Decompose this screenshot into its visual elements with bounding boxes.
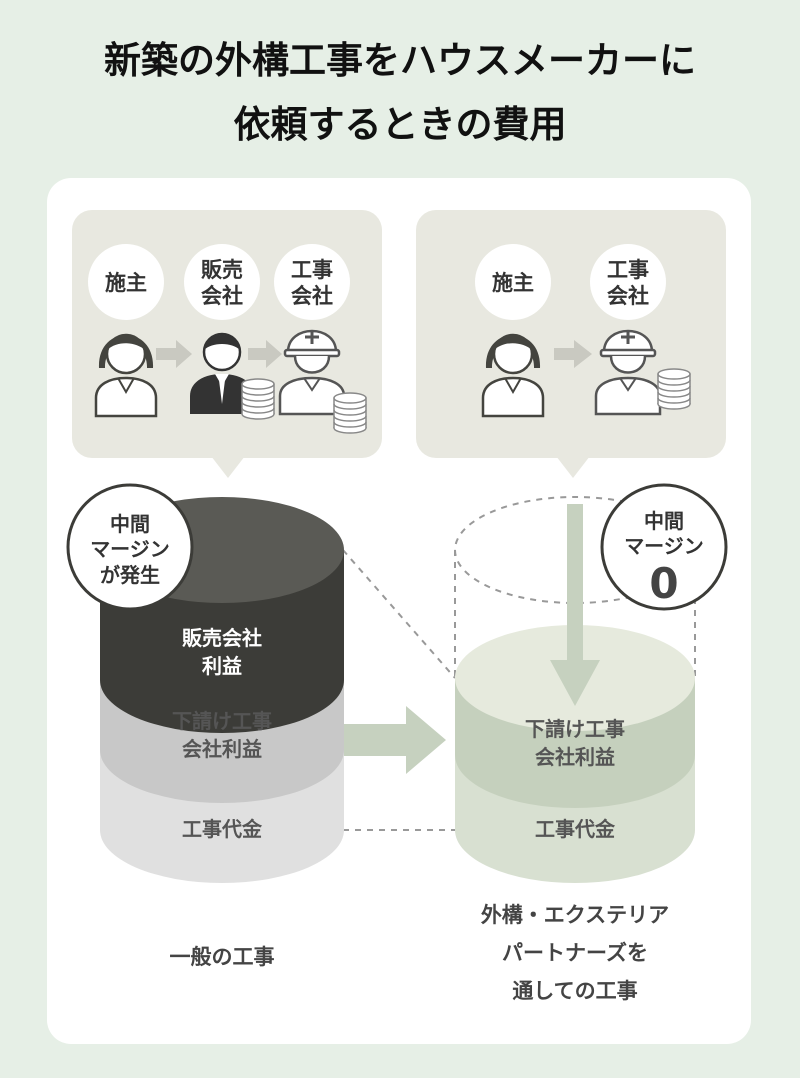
- role-sales-company: 販売 会社: [184, 244, 260, 320]
- left-layer-bottom-label: 工事代金: [182, 817, 263, 841]
- role-owner-left-label: 施主: [105, 271, 147, 295]
- role-construction-right-label-1: 工事: [607, 258, 649, 282]
- arrow-right-icon: [554, 340, 592, 368]
- right-badge-value: 0: [649, 559, 678, 608]
- role-sales-label-1: 販売: [201, 258, 243, 282]
- arrow-right-icon: [156, 340, 192, 368]
- role-construction-left-label-2: 会社: [291, 284, 333, 308]
- left-layer-top-label-1: 販売会社: [182, 626, 262, 650]
- left-margin-badge: [66, 483, 194, 611]
- right-badge-line-1: 中間: [644, 509, 684, 533]
- right-caption-line-2: パートナーズを: [502, 941, 648, 965]
- left-layer-mid-label-1: 下請け工事: [172, 709, 272, 733]
- title-line-1: 新築の外構工事をハウスメーカーに: [104, 39, 696, 82]
- arrow-right-icon: [248, 340, 282, 368]
- left-badge-line-3: が発生: [100, 563, 160, 587]
- role-construction-right-label-2: 会社: [607, 284, 649, 308]
- coins-stack-icon: [657, 368, 691, 410]
- role-construction-company-right: 工事 会社: [590, 244, 666, 320]
- left-layer-mid-label-2: 会社利益: [182, 737, 262, 761]
- dashed-connector-top: [342, 549, 456, 679]
- arrow-down-icon: [550, 504, 600, 706]
- right-caption-line-3: 通しての工事: [512, 979, 637, 1003]
- role-owner-right-label: 施主: [492, 271, 534, 295]
- arrow-right-large-icon: [344, 706, 446, 774]
- role-owner-right: 施主: [475, 244, 551, 320]
- right-layer-mid-label-1: 下請け工事: [525, 717, 625, 741]
- right-margin-badge: [600, 483, 728, 611]
- left-caption: 一般の工事: [170, 945, 275, 969]
- role-construction-left-label-1: 工事: [291, 258, 333, 282]
- left-badge-line-1: 中間: [110, 512, 150, 536]
- right-layer-mid-label-2: 会社利益: [535, 745, 615, 769]
- role-construction-company-left: 工事 会社: [274, 244, 350, 320]
- right-flow-bubble: [416, 210, 726, 478]
- left-layer-top-label-2: 利益: [202, 654, 242, 678]
- right-badge-line-2: マージン: [624, 534, 704, 558]
- left-badge-line-2: マージン: [90, 537, 170, 561]
- right-caption-line-1: 外構・エクステリア: [481, 903, 669, 927]
- title-line-2: 依頼するときの費用: [233, 103, 567, 146]
- role-sales-label-2: 会社: [201, 284, 243, 308]
- coins-stack-icon: [241, 378, 275, 420]
- role-owner-left: 施主: [88, 244, 164, 320]
- right-layer-bottom-label: 工事代金: [535, 817, 616, 841]
- coins-small-icon: [333, 392, 367, 434]
